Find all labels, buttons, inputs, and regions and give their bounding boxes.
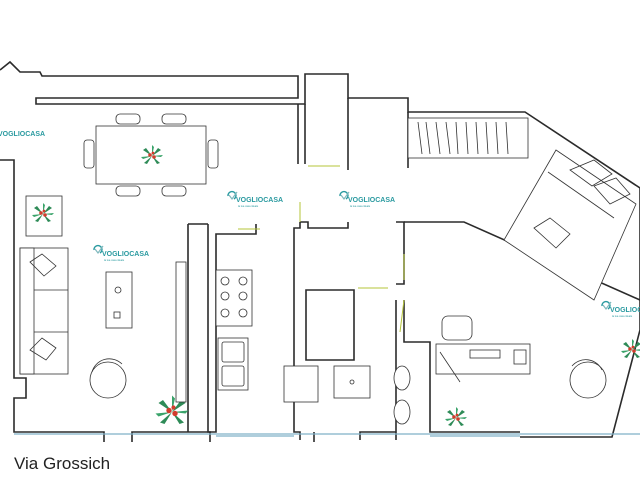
watermark: VOGLIOCASA la tua casa ideale — [601, 300, 640, 318]
svg-text:la tua casa ideale: la tua casa ideale — [350, 204, 371, 208]
svg-text:la tua casa ideale: la tua casa ideale — [104, 258, 125, 262]
svg-text:la tua casa ideale: la tua casa ideale — [238, 204, 259, 208]
svg-text:VOGLIOCASA: VOGLIOCASA — [102, 251, 149, 258]
watermark: VOGLIOCASA la tua casa ideale — [227, 190, 283, 208]
plant-icon — [445, 407, 467, 426]
svg-text:VOGLIOCASA: VOGLIOCASA — [236, 197, 283, 204]
watermark: VOGLIOCASA la tua casa ideale — [339, 190, 395, 208]
svg-text:la tua casa ideale: la tua casa ideale — [612, 314, 633, 318]
svg-text:VOGLIOCASA: VOGLIOCASA — [0, 131, 45, 138]
svg-text:VOGLIOCASA: VOGLIOCASA — [610, 307, 640, 314]
watermark: VOGLIOCASA — [0, 131, 45, 138]
street-name-caption: Via Grossich — [14, 454, 111, 473]
watermark: VOGLIOCASA la tua casa ideale — [93, 244, 149, 262]
svg-text:VOGLIOCASA: VOGLIOCASA — [348, 197, 395, 204]
